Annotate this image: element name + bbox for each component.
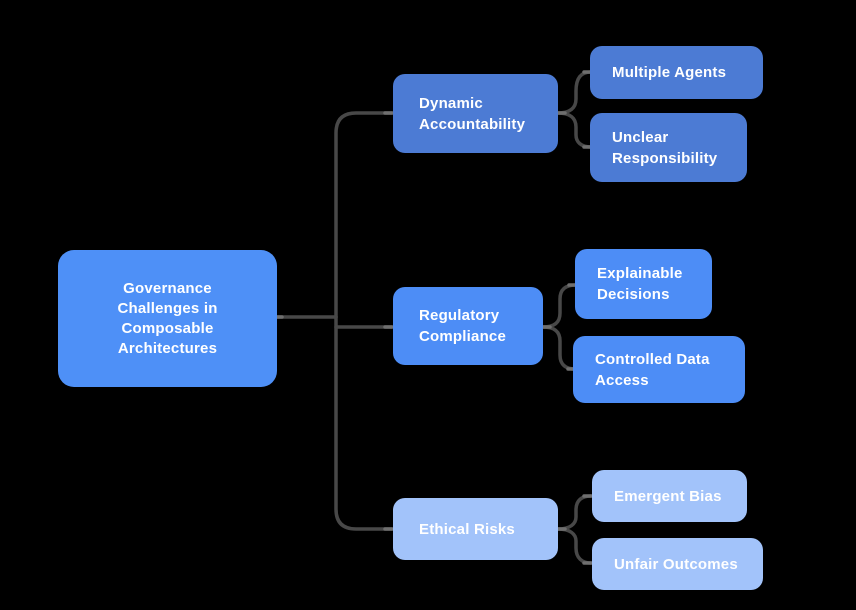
branch-node-regulatory-compliance: Regulatory Compliance (393, 287, 543, 365)
edge-er-unfair-outcomes (556, 527, 593, 565)
edge-trunk-ethical-risks (334, 315, 394, 531)
edge-er-emergent-bias (556, 494, 593, 531)
child-node-label: Controlled Data Access (595, 350, 710, 389)
child-node-multiple-agents: Multiple Agents (590, 46, 763, 99)
child-node-label: Unclear Responsibility (612, 128, 718, 167)
branch-node-label: Ethical Risks (419, 520, 515, 538)
branch-node-ethical-risks: Ethical Risks (393, 498, 558, 560)
child-node-controlled-data-access: Controlled Data Access (573, 336, 745, 403)
branch-node-dynamic-accountability: Dynamic Accountability (393, 74, 558, 153)
branch-node-label: Dynamic Accountability (419, 94, 526, 133)
child-node-explainable-decisions: Explainable Decisions (575, 249, 712, 319)
child-node-unclear-responsibility: Unclear Responsibility (590, 113, 747, 182)
branch-node-label: Regulatory Compliance (419, 307, 507, 345)
child-node-label: Unfair Outcomes (614, 555, 738, 573)
child-node-unfair-outcomes: Unfair Outcomes (592, 538, 763, 590)
child-node-emergent-bias: Emergent Bias (592, 470, 747, 522)
edge-rc-explainable-decisions (541, 283, 578, 329)
child-node-label: Multiple Agents (612, 64, 727, 81)
root-node-governance-challenges: Governance Challenges in Composable Arch… (58, 250, 277, 387)
child-node-label: Explainable Decisions (597, 265, 683, 303)
edge-rc-controlled-data-access (541, 325, 577, 371)
root-node-label: Governance Challenges in Composable Arch… (117, 279, 218, 357)
edge-da-multiple-agents (556, 70, 593, 115)
child-node-label: Emergent Bias (614, 487, 722, 505)
edge-trunk-dynamic-accountability (334, 111, 394, 319)
edge-da-unclear-responsibility (556, 111, 593, 149)
